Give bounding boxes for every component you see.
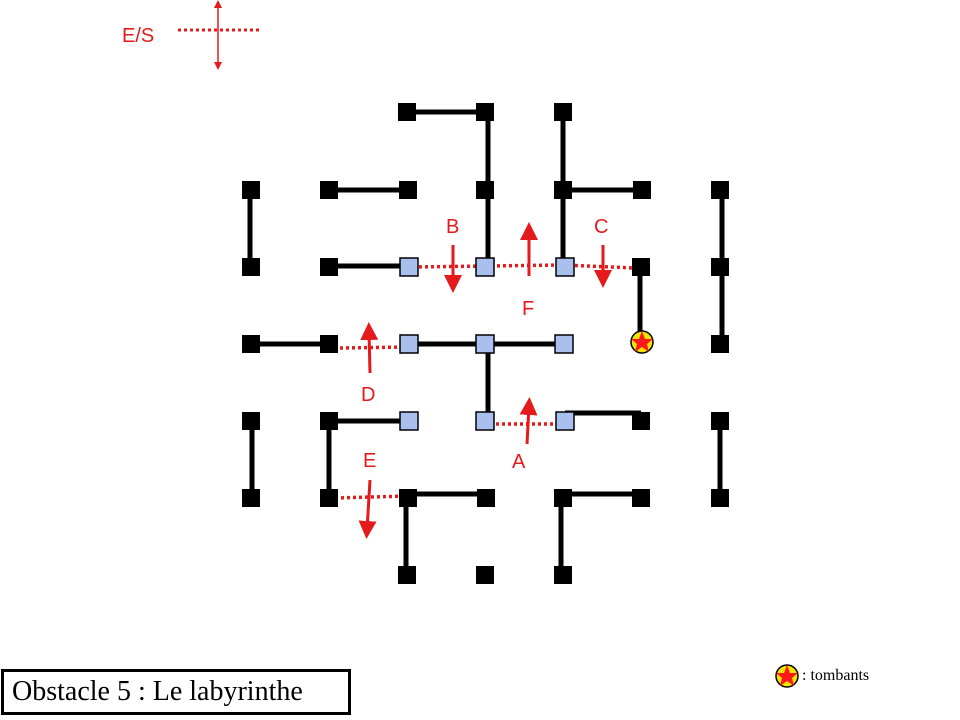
mobile-post	[554, 334, 574, 354]
door-d	[339, 345, 410, 350]
wall-post	[632, 489, 650, 507]
arrow-e-down	[358, 479, 377, 539]
wall-post	[476, 103, 494, 121]
wall-post	[242, 489, 260, 507]
mobile-post	[399, 334, 419, 354]
door-labels: A B C D E F	[361, 216, 608, 473]
es-arrow-down	[214, 62, 222, 70]
door-label-f: F	[522, 298, 534, 320]
mobile-post	[475, 257, 495, 277]
wall-post	[320, 335, 338, 353]
wall-post	[554, 566, 572, 584]
mobile-post	[475, 334, 495, 354]
wall-post	[633, 181, 651, 199]
wall-post	[242, 335, 260, 353]
wall-post	[320, 412, 338, 430]
es-arrow-up	[214, 0, 222, 8]
wall-post	[242, 258, 260, 276]
mobile-post	[555, 411, 575, 431]
door-label-d: D	[361, 384, 375, 406]
door-label-e: E	[363, 450, 376, 472]
wall-post	[632, 412, 650, 430]
entry-exit-label: E/S	[122, 25, 154, 47]
tombant-marker	[630, 330, 654, 354]
door-label-a: A	[512, 451, 526, 473]
doors	[334, 263, 634, 500]
wall-post	[711, 335, 729, 353]
wall-post	[554, 489, 572, 507]
direction-arrows	[358, 222, 612, 539]
wall-post	[398, 103, 416, 121]
legend-text: : tombants	[802, 667, 870, 684]
wall-post	[711, 181, 729, 199]
wall-post	[711, 489, 729, 507]
door-bcf	[412, 263, 634, 270]
wall-post	[399, 181, 417, 199]
posts	[242, 103, 729, 584]
wall-post	[320, 489, 338, 507]
star-icon	[631, 331, 653, 352]
walls	[247, 109, 725, 575]
mobile-post	[399, 257, 419, 277]
wall-post	[242, 181, 260, 199]
wall-post	[477, 489, 495, 507]
door-e	[334, 494, 409, 500]
page-title: Obstacle 5 : Le labyrinthe	[1, 669, 351, 715]
arrow-a-up	[519, 397, 538, 445]
mobile-post	[475, 411, 495, 431]
wall-post	[476, 566, 494, 584]
wall-post	[399, 489, 417, 507]
wall-post	[476, 181, 494, 199]
wall-post	[632, 258, 650, 276]
wall-post	[242, 412, 260, 430]
wall-post	[320, 258, 338, 276]
wall-post	[554, 103, 572, 121]
door-label-b: B	[446, 216, 459, 238]
arrow-d-up	[360, 322, 379, 374]
wall-post	[398, 566, 416, 584]
door-label-c: C	[594, 216, 608, 238]
mobile-post	[555, 257, 575, 277]
wall-post	[554, 181, 572, 199]
wall-post	[711, 258, 729, 276]
wall-post	[320, 181, 338, 199]
wall-post	[711, 412, 729, 430]
mobile-post	[399, 411, 419, 431]
legend: : tombants	[774, 661, 869, 691]
star-icon	[775, 664, 799, 688]
